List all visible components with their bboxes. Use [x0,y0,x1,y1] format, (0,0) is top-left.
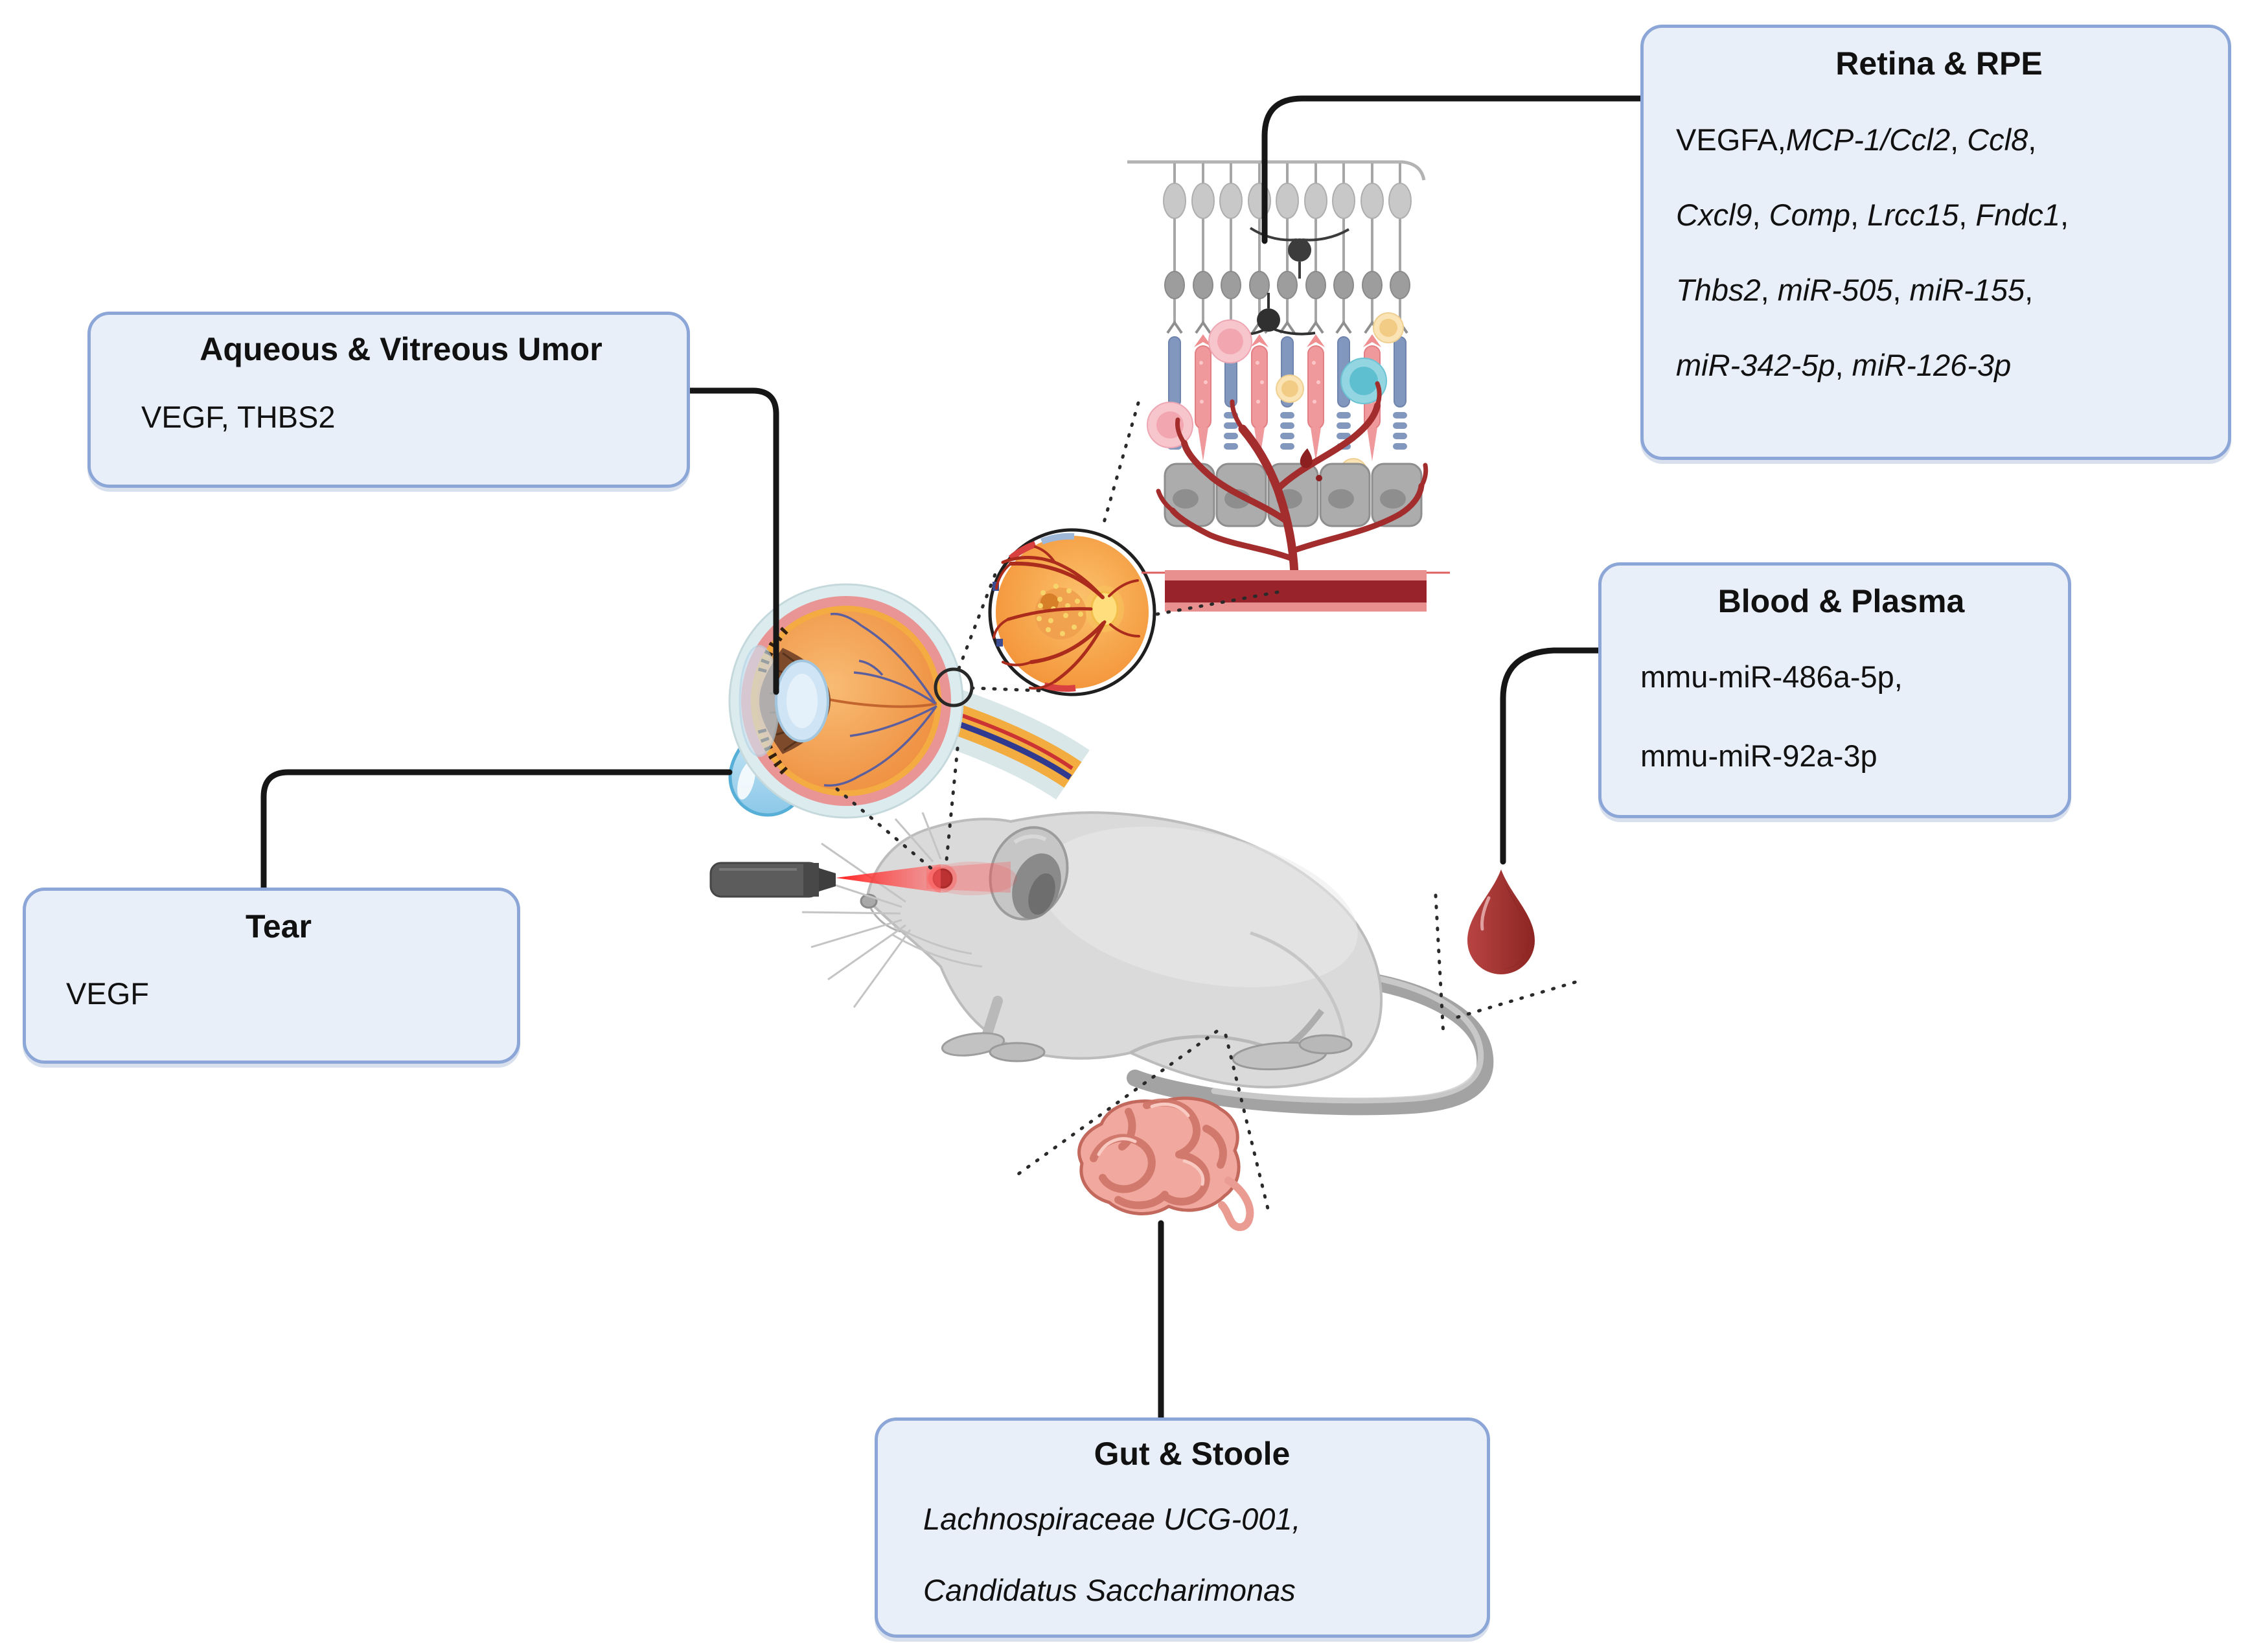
retina-rpe-box: Retina & RPE VEGFA,MCP-1/Ccl2, Ccl8,Cxcl… [1640,25,2231,460]
blood-plasma-box-content: mmu-miR-486a-5p, mmu-miR-92a-3p [1640,637,2042,795]
laser-beam [836,862,1017,895]
box-line-segment: Lachnospiraceae UCG-001, [923,1501,1301,1536]
box-line: Lachnospiraceae UCG-001, [923,1483,1461,1554]
tear-box-content: VEGF [66,954,491,1032]
connector-blood [1500,647,1601,865]
eye-lens [775,660,829,742]
box-line-segment: , [2028,122,2037,157]
box-line-segment: Candidatus Saccharimonas [923,1572,1296,1607]
box-line: VEGFA,MCP-1/Ccl2, Ccl8, [1676,102,2202,177]
eye-vessels [823,612,937,787]
box-line-segment: Comp [1769,197,1851,232]
box-line: miR-342-5p, miR-126-3p [1676,327,2202,402]
box-line-segment: mmu-miR-486a-5p, [1640,659,1903,694]
retina-blood-vessels [1156,381,1429,578]
retina-choroid-base [1142,570,1450,612]
box-line-segment: , [2025,272,2034,307]
intestine-icon [1077,1096,1254,1232]
aqueous-vitreous-box-content: VEGF, THBS2 [141,377,661,456]
box-line: mmu-miR-486a-5p, [1640,637,2042,716]
box-line-segment: miR-126-3p [1852,347,2012,382]
box-line: Candidatus Saccharimonas [923,1554,1461,1625]
gut-stoole-box-content: Lachnospiraceae UCG-001, Candidatus Sacch… [923,1483,1461,1625]
connector-tear [260,769,733,891]
box-line-segment: miR-505 [1777,272,1893,307]
connector-lines [260,95,1644,1421]
mouse-whiskers [801,812,983,1008]
box-line-segment: mmu-miR-92a-3p [1640,738,1877,773]
retina-rpe-box-title: Retina & RPE [1835,45,2043,82]
mouse-haunch-crease [1250,931,1347,1048]
box-line-segment: VEGFA, [1676,122,1786,157]
box-line: VEGF, THBS2 [141,377,661,456]
dotted-pointer-lines [835,401,1586,1219]
mouse-back-highlight [1039,827,1358,987]
eye-cross-section-illustration [728,583,1090,819]
box-line-segment: Fndc1 [1975,197,2060,232]
blood-plasma-box: Blood & Plasma mmu-miR-486a-5p, mmu-miR-9… [1598,562,2071,818]
mouse-illustration [801,811,1494,1116]
aqueous-vitreous-box: Aqueous & Vitreous Umor VEGF, THBS2 [87,312,690,488]
mouse-belly-crease [1129,1035,1264,1055]
mouse-ear [989,826,1069,921]
box-line-segment: , [1835,347,1852,382]
connector-retina [1261,95,1644,244]
aqueous-vitreous-box-title: Aqueous & Vitreous Umor [200,331,603,367]
box-line-segment: , [1950,122,1968,157]
blood-drop-icon [1467,869,1535,974]
fundus-illustration [988,528,1156,696]
gut-stoole-box: Gut & Stoole Lachnospiraceae UCG-001, Can… [875,1417,1490,1638]
eye-cornea [739,645,780,757]
box-line-segment: Lrcc15 [1867,197,1959,232]
box-line: Cxcl9, Comp, Lrcc15, Fndc1, [1676,177,2202,252]
box-line-segment: , [2060,197,2069,232]
box-line: mmu-miR-92a-3p [1640,716,2042,795]
box-line-segment: miR-155 [1909,272,2025,307]
box-line-segment: miR-342-5p [1676,347,1835,382]
box-line-segment: Ccl8 [1967,122,2028,157]
box-line-segment: , [1850,197,1868,232]
gut-stoole-box-title: Gut & Stoole [1094,1436,1291,1472]
laser-pointer-icon [709,862,836,898]
box-line-segment: , [1760,272,1778,307]
retina-rpe-box-content: VEGFA,MCP-1/Ccl2, Ccl8,Cxcl9, Comp, Lrcc… [1676,102,2202,402]
box-line-segment: VEGF, THBS2 [141,399,336,434]
box-line-segment: MCP-1/Ccl2 [1785,122,1951,157]
mouse-paws [941,996,1353,1071]
connector-aqueous [687,387,779,695]
tear-box-title: Tear [246,908,312,945]
fundus-vessels [993,545,1140,690]
fundus-optic-disc [1085,586,1124,632]
box-line-segment: , [1958,197,1976,232]
box-line-segment: Cxcl9 [1676,197,1752,232]
retina-interneurons [1224,227,1350,337]
box-line-segment: Thbs2 [1676,272,1761,307]
fundus-macula [1035,584,1086,639]
tear-box: Tear VEGF [23,888,520,1064]
box-line: Thbs2, miR-505, miR-155, [1676,252,2202,327]
retina-immune-cells [1147,312,1404,487]
retina-histology-illustration [1127,160,1450,612]
box-line-segment: VEGF [66,976,149,1011]
box-line-segment: , [1892,272,1910,307]
box-line: VEGF [66,954,491,1032]
box-line-segment: , [1752,197,1769,232]
blood-plasma-box-title: Blood & Plasma [1717,583,1965,619]
